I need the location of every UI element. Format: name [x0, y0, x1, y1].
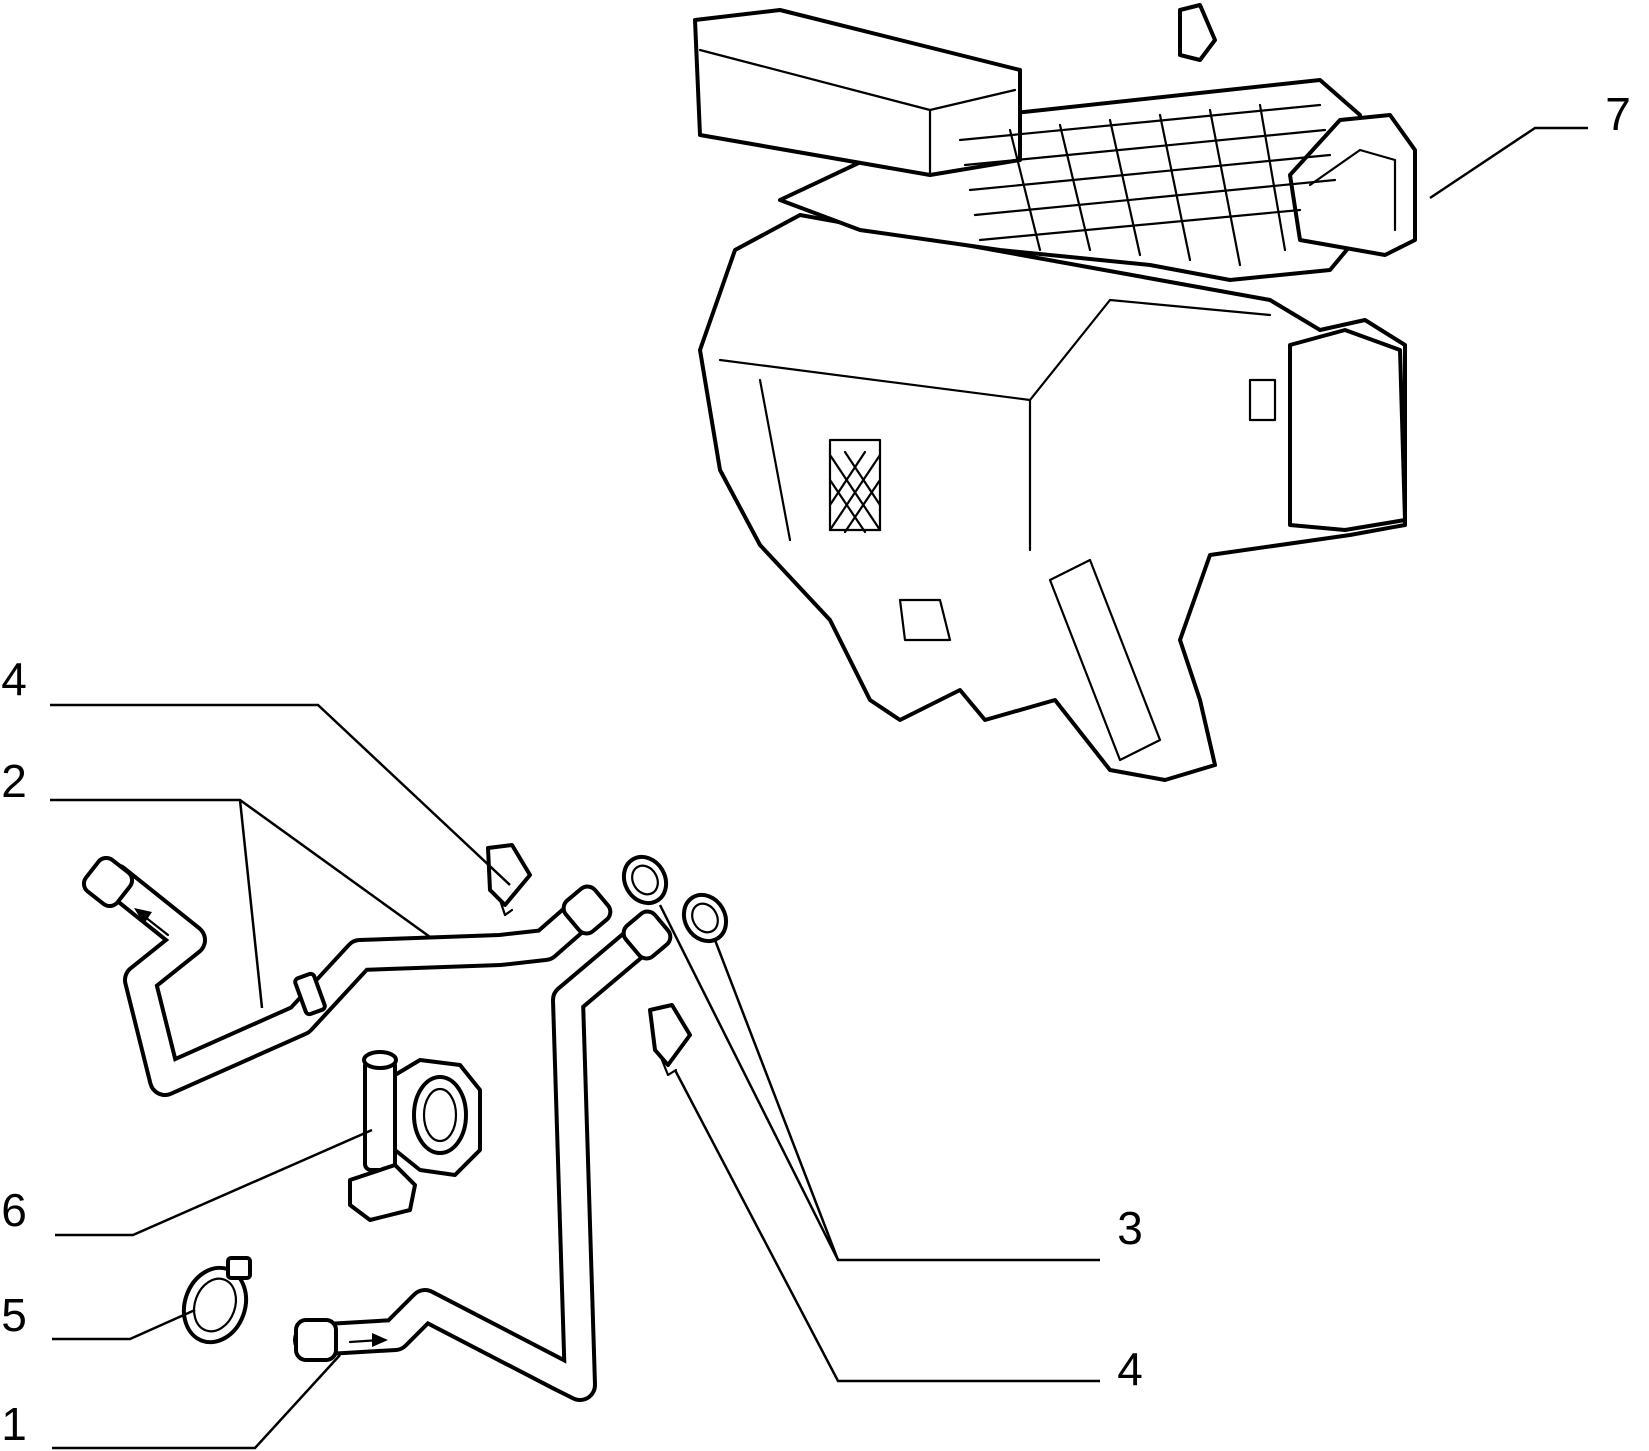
callout-4-lower: 4: [1117, 1343, 1143, 1395]
leader-1: [52, 1354, 341, 1450]
leader-6: [55, 1128, 373, 1237]
hose-clip-upper: [486, 843, 532, 917]
leader-lines: [50, 126, 1588, 1450]
heater-hose-lower: [293, 909, 673, 1402]
leader-4-lower: [673, 1069, 1100, 1383]
callout-6: 6: [1, 1184, 27, 1236]
hose-clamp: [181, 1256, 252, 1345]
water-valve: [348, 1050, 482, 1222]
hose-clip-lower: [648, 1003, 692, 1077]
o-rings: [621, 854, 729, 944]
callout-1: 1: [1, 1398, 27, 1450]
callout-labels: 7 4 2 6 5 1 3 4: [1, 88, 1631, 1450]
callout-5: 5: [1, 1289, 27, 1341]
heater-housing-assembly: [693, 3, 1417, 782]
callout-2: 2: [1, 755, 27, 807]
callout-3: 3: [1117, 1202, 1143, 1254]
leader-3: [658, 904, 1100, 1262]
leader-4-upper: [50, 703, 511, 886]
callout-4-upper: 4: [1, 653, 27, 705]
heater-hose-upper: [81, 855, 613, 1097]
leader-7: [1429, 126, 1588, 200]
leader-5: [52, 1308, 196, 1341]
callout-7: 7: [1605, 88, 1631, 140]
